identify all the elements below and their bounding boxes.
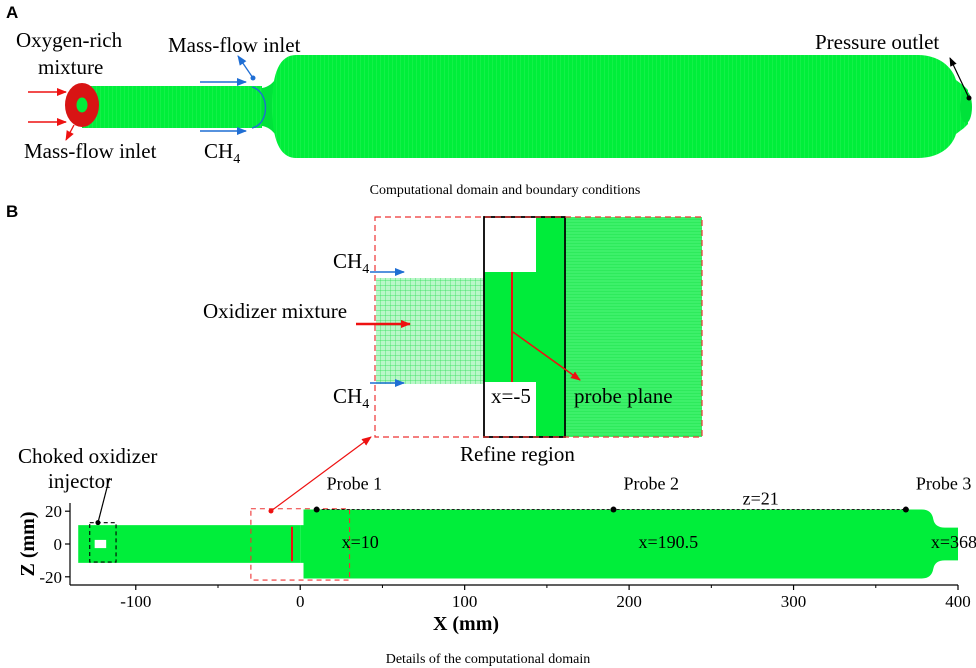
panel-b: B CH4 CH4 Oxidizer mixture x=-5 probe pl… <box>6 202 976 667</box>
panel-b-letter: B <box>6 202 18 221</box>
ch4-label-a: CH4 <box>204 139 240 167</box>
probe-name: Probe 2 <box>623 474 679 494</box>
mass-flow-inlet-top-pointer <box>237 55 254 79</box>
panel-a-caption: Computational domain and boundary condit… <box>370 183 641 198</box>
refine-connector-arrow <box>270 436 372 512</box>
main-chamber <box>272 55 968 158</box>
choked-injector-label-line2: injector <box>48 469 112 493</box>
y-tick-label: -20 <box>39 568 62 587</box>
inset-oxidizer-mesh <box>376 278 484 384</box>
outlet-cap <box>960 91 972 123</box>
probe-plane-label: probe plane <box>574 384 673 408</box>
inlet-channel <box>144 525 301 563</box>
probe-point <box>313 506 320 513</box>
probe-plane-pointer <box>512 331 581 381</box>
pressure-outlet-label: Pressure outlet <box>815 30 939 54</box>
y-tick-label: 20 <box>45 502 62 521</box>
inset-x-label: x=-5 <box>491 384 531 408</box>
combustor-3d-body <box>65 55 972 158</box>
choked-injector-label-line1: Choked oxidizer <box>18 444 157 468</box>
domain-2d-plot: z=21 Probe 1 x=10 Probe 2 x=190.5 Probe 3 x=36… <box>17 474 976 635</box>
probe-name: Probe 3 <box>916 474 972 494</box>
probe-x-label: x=10 <box>342 532 379 552</box>
inset-injector-section <box>484 272 536 382</box>
choked-injector-box <box>89 522 117 563</box>
x-tick-label: 300 <box>781 592 807 611</box>
mass-flow-inlet-top-label: Mass-flow inlet <box>168 33 301 57</box>
inset-chamber-wall <box>536 217 564 437</box>
panel-b-caption: Details of the computational domain <box>386 652 591 667</box>
panel-a-letter: A <box>6 3 18 22</box>
mass-flow-inlet-bottom-pointer <box>65 124 75 141</box>
probe-x-label: x=368.3 <box>931 532 976 552</box>
probe-name: Probe 1 <box>327 474 383 494</box>
injector-core <box>76 97 88 113</box>
mass-flow-inlet-bottom-label: Mass-flow inlet <box>24 139 157 163</box>
inset-dashed-border <box>374 216 703 438</box>
inset-ch4-bottom-label: CH4 <box>333 384 369 412</box>
y-tick-label: 0 <box>54 535 63 554</box>
inlet-tube <box>82 86 262 128</box>
panel-a: A Oxygen-rich mixture Mass-flow inlet Ma… <box>6 3 972 198</box>
refine-region-inset <box>374 216 703 438</box>
pressure-outlet-pointer <box>949 57 970 99</box>
probe-point <box>610 506 617 513</box>
inset-chamber-mesh <box>564 217 702 437</box>
probe-x-label: x=190.5 <box>638 532 698 552</box>
injector-gap <box>94 539 107 549</box>
injector-block <box>78 525 144 563</box>
inset-ch4-top-label: CH4 <box>333 249 369 277</box>
x-tick-label: 400 <box>945 592 971 611</box>
probe-point <box>902 506 909 513</box>
refine-region-box <box>250 508 351 581</box>
oxygen-rich-label-line1: Oxygen-rich <box>16 28 123 52</box>
oxygen-rich-label-line2: mixture <box>38 55 103 79</box>
refine-region-label: Refine region <box>460 442 575 466</box>
oxidizer-mixture-label: Oxidizer mixture <box>203 299 347 323</box>
x-axis-title: X (mm) <box>433 613 499 635</box>
choked-injector-pointer <box>97 477 111 523</box>
ch4-ring <box>251 86 267 129</box>
x-tick-label: 200 <box>616 592 642 611</box>
y-axis-title: Z (mm) <box>17 512 39 577</box>
x-tick-label: 0 <box>296 592 305 611</box>
z-line-label: z=21 <box>743 489 779 509</box>
combustion-chamber <box>300 509 958 579</box>
x-tick-label: 100 <box>452 592 478 611</box>
x-tick-label: -100 <box>120 592 151 611</box>
